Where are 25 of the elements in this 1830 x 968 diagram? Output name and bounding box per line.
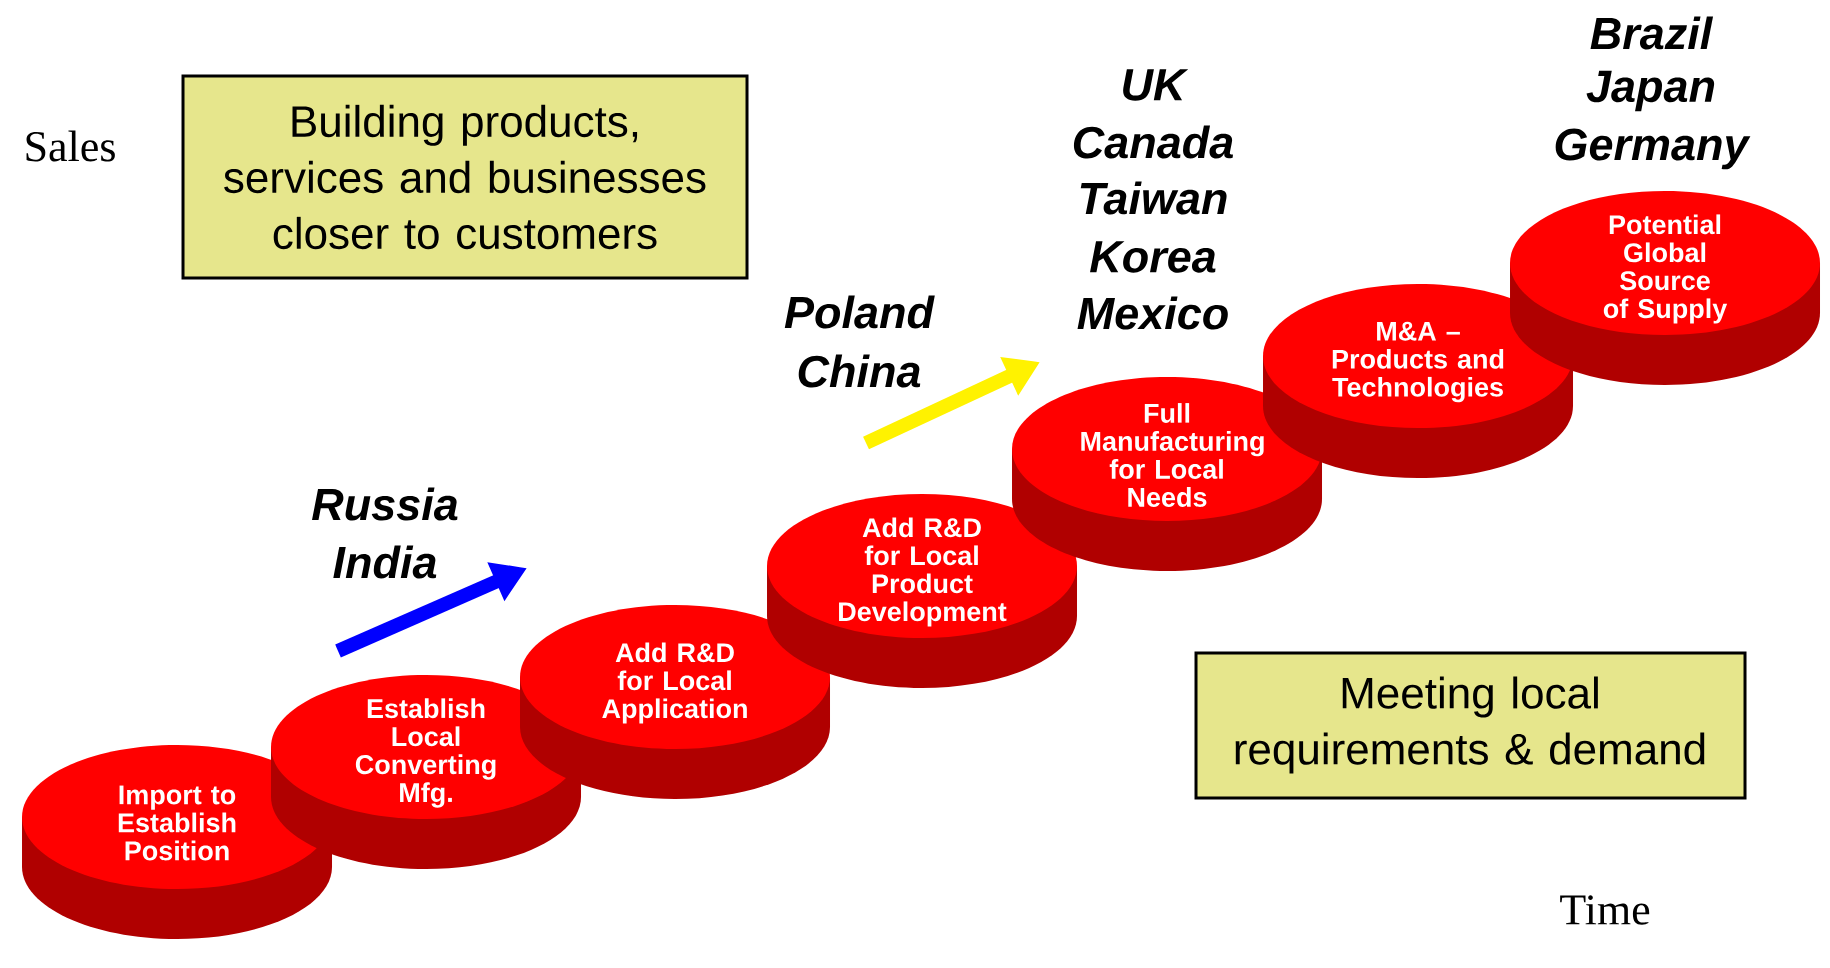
country-name: Mexico [1077, 296, 1228, 330]
axis-label: Time [1560, 895, 1650, 925]
country-name: Poland [784, 295, 935, 329]
cylinder-disk: Full Manufacturing for Local Needs [1012, 377, 1322, 571]
cylinder-disk: Add R&D for Local Application [520, 605, 830, 799]
node-label: Full [1144, 403, 1190, 423]
node-label: Potential [1609, 214, 1721, 235]
country-name: Taiwan [1080, 181, 1227, 215]
country-name: Russia [312, 487, 458, 521]
country-name: China [798, 354, 921, 388]
node-label: Establish [367, 698, 485, 719]
text-box: Meeting local requirements & demand [1194, 651, 1747, 800]
country-name: UK [1123, 69, 1189, 101]
country-name: Germany [1555, 128, 1751, 170]
country-name: Korea [1090, 241, 1216, 273]
country-name: Canada [1073, 125, 1233, 159]
text-box: Building products, services and businesses closer to customers [181, 74, 749, 280]
axis-label: Sales [26, 130, 115, 162]
node-label: Add R&D [862, 517, 981, 538]
country-name: Japan [1586, 70, 1715, 112]
cylinder-disk: Potential Global Source of Supply [1510, 191, 1820, 385]
country-name: India [333, 545, 437, 579]
cylinder-disk: Add R&D for Local Product Development [767, 494, 1077, 688]
country-name: Brazil [1590, 16, 1714, 50]
cylinder-disk: M&A – Products and Technologies [1263, 284, 1573, 478]
